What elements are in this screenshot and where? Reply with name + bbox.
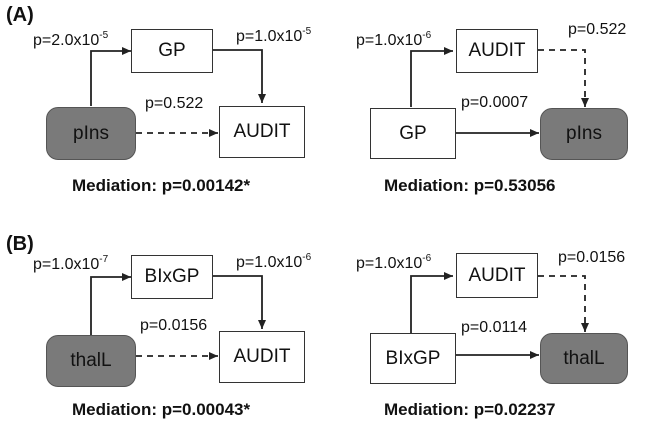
path-c-pvalue: p=0.522 <box>145 95 204 112</box>
path-c-pvalue: p=0.0156 <box>140 317 208 334</box>
outcome-node: thalL <box>540 333 628 384</box>
path-c-pvalue: p=0.0114 <box>461 319 527 336</box>
arrow-a-path-a <box>90 47 131 106</box>
arrow-b2-path-b <box>538 275 589 332</box>
predictor-node: pIns <box>46 107 136 160</box>
path-b-pvalue: p=0.522 <box>568 21 627 38</box>
arrow-b-path-b <box>213 275 266 329</box>
arrow-a-path-b <box>213 49 266 103</box>
path-a-pvalue: p=1.0x10-7 <box>33 254 109 273</box>
panel-label-b: (B) <box>6 233 34 255</box>
arrow-b2-path-a <box>410 272 453 333</box>
arrow-b-path-a <box>90 273 131 335</box>
mediation-result: Mediation: p=0.00043* <box>72 400 251 419</box>
predictor-node: thalL <box>46 335 136 387</box>
path-c-pvalue: p=0.0007 <box>461 94 529 111</box>
panel-label-a: (A) <box>6 4 34 26</box>
mediator-node: AUDIT <box>456 29 538 73</box>
mediator-node: AUDIT <box>456 253 538 298</box>
path-a-pvalue: p=1.0x10-6 <box>356 30 432 49</box>
mediation-result: Mediation: p=0.02237 <box>384 400 556 419</box>
path-a-pvalue: p=1.0x10-6 <box>356 253 432 272</box>
arrow-a2-path-a <box>410 47 453 107</box>
predictor-node: GP <box>370 108 456 159</box>
path-b-pvalue: p=1.0x10-5 <box>236 26 312 45</box>
mediator-node: BIxGP <box>131 255 213 299</box>
mediation-result: Mediation: p=0.00142* <box>72 176 251 195</box>
outcome-node: AUDIT <box>219 106 305 158</box>
path-b-pvalue: p=1.0x10-6 <box>236 252 312 271</box>
arrow-a2-path-b <box>538 49 589 107</box>
path-a-pvalue: p=2.0x10-5 <box>33 30 109 49</box>
mediation-result: Mediation: p=0.53056 <box>384 176 556 195</box>
path-b-pvalue: p=0.0156 <box>558 249 626 266</box>
mediator-node: GP <box>131 29 213 73</box>
outcome-node: AUDIT <box>219 331 305 383</box>
predictor-node: BIxGP <box>370 333 456 384</box>
outcome-node: pIns <box>540 108 628 160</box>
